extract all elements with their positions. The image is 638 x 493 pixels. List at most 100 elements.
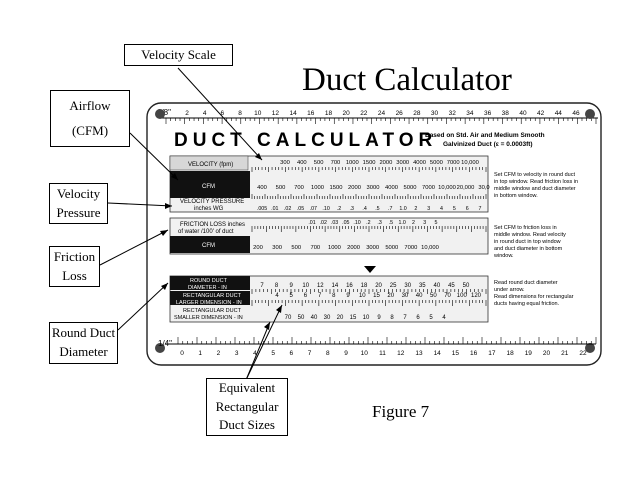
pointer-arrowhead-icon [276,305,282,313]
top-ruler-number: 12 [272,110,280,117]
velocity-pressure-number: .05 [297,206,304,212]
velocity-pressure-ticks [251,194,487,199]
top-ruler-number: 24 [378,110,386,117]
calculator-subheading: Galvinized Duct (ε = 0.0003ft) [443,141,533,148]
velocity-pressure-number: 1.0 [399,206,406,212]
label-cfm-bottom-box [170,236,250,253]
label-round: DIAMETER - IN [188,285,227,291]
velocity-scale-number: 2000 [379,160,392,166]
cfm-top-scale-number: 10,000 [438,185,456,191]
velocity-scale-number: 4000 [413,160,426,166]
callout-text: Velocity [56,185,101,201]
round-diameter-number: 12 [317,283,324,289]
note-text: Set CFM to velocity in round duct [494,172,575,178]
bottom-ruler-unit: 1/4" [158,339,172,348]
round-diameter-number: 16 [346,283,353,289]
pointer-line [117,282,169,331]
cfm-bottom-scale-number: 300 [272,245,282,251]
velocity-pressure-number: .5 [375,206,379,212]
bottom-ruler-number: 14 [434,350,442,357]
label-velocity-fpm-box [169,155,249,171]
rect-smaller-number: 20 [337,315,344,321]
pointer-line [245,321,271,381]
pointer-line [129,132,179,181]
callout-friction-loss: Friction Loss [49,246,100,287]
bottom-ruler-number: 10 [361,350,369,357]
rect-larger-number: 15 [373,293,380,299]
velocity-scale-number: 1500 [363,160,376,166]
top-ruler-number: 10 [254,110,262,117]
round-diameter-number: 50 [463,283,470,289]
top-ruler-number: 18 [325,110,333,117]
velocity-pressure-number: .02 [284,206,291,212]
round-diameter-number: 35 [419,283,426,289]
callout-text: Equivalent [218,379,276,395]
rect-smaller-number: 6 [416,315,420,321]
cfm-top-scale-number: 500 [276,185,286,191]
callout-text: Airflow [69,97,111,113]
top-ruler-number: 26 [396,110,404,117]
rect-smaller-number: 30 [324,315,331,321]
rect-larger-number: 50 [430,293,437,299]
bottom-ruler-number: 13 [415,350,423,357]
screw-icon [155,109,165,119]
cfm-top-scale-number: 20,000 [457,185,475,191]
bottom-ruler-ticks [177,337,597,344]
callout-text: Duct Sizes [219,417,275,433]
top-ruler-number: 42 [537,110,545,117]
friction-scale-number: .3 [377,220,381,226]
velocity-pressure-number: .005 [257,206,267,212]
rect-smaller-number: 50 [298,315,305,321]
cfm-bottom-scale-number: 7000 [404,245,417,251]
rect-smaller-number: 15 [350,315,357,321]
bottom-ruler-number: 7 [308,350,312,357]
velocity-pressure-number: 4 [440,206,443,212]
velocity-pressure-number: 5 [453,206,456,212]
callout-text: Rectangular [215,398,279,414]
rect-smaller-number: 4 [442,315,446,321]
velocity-pressure-number: .2 [337,206,341,212]
friction-scale-number: 2 [412,220,415,226]
pointer-line [107,202,173,207]
bottom-ruler-number: 4 [253,350,257,357]
rect-larger-number: 100 [457,293,468,299]
screw-icon [155,343,165,353]
note-text: Set CFM to friction loss in [494,225,557,231]
rect-smaller-number: 5 [429,315,433,321]
friction-scale-number: .5 [389,220,393,226]
top-ruler-number: 38 [502,110,510,117]
friction-scale-number: .05 [342,220,349,226]
rect-larger-number: 8 [332,293,336,299]
label-round-box [170,276,250,290]
velocity-pressure-number: .10 [322,206,329,212]
top-ruler-ticks [165,118,597,124]
velocity-scale-number: 5000 [430,160,443,166]
label-velocity-pressure: inches WG [194,206,224,212]
top-ruler-number: 16 [307,110,315,117]
slide-title: Duct Calculator [302,62,512,98]
round-diameter-ticks [251,289,487,294]
cfm-top-scale-number: 4000 [385,185,398,191]
top-ruler-number: 8 [238,110,242,117]
rect-larger-number: 5 [290,293,294,299]
rect-larger-number: 4 [275,293,279,299]
friction-scale-number: .10 [353,220,360,226]
pointer-line [99,229,169,266]
label-friction: FRICTION LOSS inches [180,222,245,228]
rect-larger-number: 9 [346,293,350,299]
pointer-arrowhead-icon [160,230,168,236]
round-diameter-number: 9 [289,283,293,289]
round-diameter-number: 14 [332,283,339,289]
rect-larger-number: 70 [444,293,451,299]
rect-larger-number: 20 [387,293,394,299]
callout-text: Round Duct [51,325,116,341]
label-velocity-pressure: VELOCITY PRESSURE [180,199,244,205]
round-diameter-number: 45 [448,283,455,289]
cfm-top-scale-number: 1000 [311,185,324,191]
round-diameter-number: 8 [275,283,279,289]
